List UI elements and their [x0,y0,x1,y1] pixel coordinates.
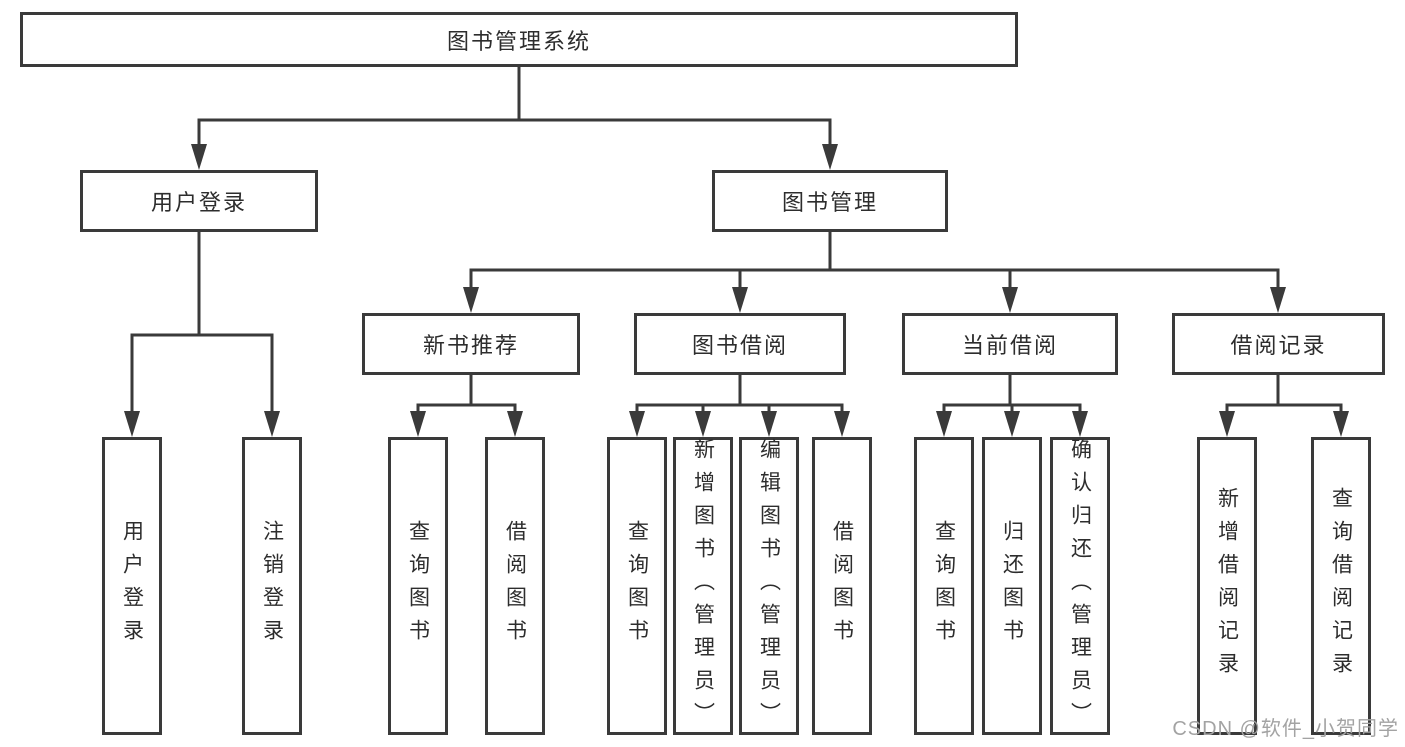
connector-root-to-level2 [191,65,838,170]
connector-line [197,118,832,150]
node-query-borrow-record: 查询借阅记录 [1311,437,1371,735]
arrowhead-down-icon [264,411,280,437]
connector-borrowing-records-children [1219,373,1349,437]
node-book-management: 图书管理 [712,170,948,232]
node-query-books-current: 查询图书 [914,437,974,735]
connector-line [130,230,274,337]
node-label: 图书借阅 [691,333,788,358]
node-label: 确认归还（管理员） [1068,437,1092,735]
node-book-borrowing: 图书借阅 [634,313,846,375]
connector-book-borrowing-children [629,373,850,437]
node-label: 新书推荐 [422,333,519,358]
node-label: 当前借阅 [961,333,1058,358]
arrowhead-down-icon [834,411,850,437]
node-label: 编辑图书（管理员） [757,437,781,735]
node-query-books-borrowing: 查询图书 [607,437,667,735]
arrowhead-down-icon [463,287,479,313]
node-label: 借阅记录 [1230,333,1327,358]
arrowhead-down-icon [507,411,523,437]
node-label: 用户登录 [120,520,144,652]
node-current-borrowing: 当前借阅 [902,313,1118,375]
node-label: 归还图书 [1000,520,1024,652]
node-user-login: 用户登录 [80,170,318,232]
arrowhead-down-icon [1333,411,1349,437]
node-borrowing-records: 借阅记录 [1172,313,1385,375]
node-logout: 注销登录 [242,437,302,735]
node-label: 查询图书 [406,520,430,652]
arrowhead-down-icon [629,411,645,437]
node-add-books-admin: 新增图书（管理员） [673,437,733,735]
connector-line [942,373,1082,407]
node-library-management-system: 图书管理系统 [20,12,1018,67]
node-query-books-recommend: 查询图书 [388,437,448,735]
arrowhead-down-icon [695,411,711,437]
arrowhead-down-icon [1004,411,1020,437]
node-label: 新增图书（管理员） [691,437,715,735]
node-borrow-books-borrowing: 借阅图书 [812,437,872,735]
connector-line [1225,373,1343,407]
node-label: 新增借阅记录 [1215,487,1239,685]
arrowhead-down-icon [1270,287,1286,313]
node-label: 查询图书 [625,520,649,652]
node-user-login-leaf: 用户登录 [102,437,162,735]
arrowhead-down-icon [410,411,426,437]
arrowhead-down-icon [124,411,140,437]
connector-line [130,333,274,417]
connector-line [197,65,832,122]
node-return-books: 归还图书 [982,437,1042,735]
node-label: 借阅图书 [830,520,854,652]
node-label: 查询借阅记录 [1329,487,1353,685]
arrowhead-down-icon [936,411,952,437]
arrowhead-down-icon [761,411,777,437]
node-label: 图书管理系统 [446,28,591,54]
arrowhead-down-icon [191,144,207,170]
node-new-book-recommendation: 新书推荐 [362,313,580,375]
arrowhead-down-icon [1072,411,1088,437]
node-label: 注销登录 [260,520,284,652]
node-edit-books-admin: 编辑图书（管理员） [739,437,799,735]
node-label: 图书管理 [781,190,878,215]
node-confirm-return-admin: 确认归还（管理员） [1050,437,1110,735]
connector-book-management-children [463,230,1286,313]
arrowhead-down-icon [1219,411,1235,437]
node-label: 查询图书 [932,520,956,652]
arrowhead-down-icon [732,287,748,313]
node-label: 用户登录 [150,190,247,215]
arrowhead-down-icon [822,144,838,170]
connector-current-borrowing-children [936,373,1088,437]
connector-line [469,230,1280,272]
connector-user-login-children [124,230,280,437]
node-label: 借阅图书 [503,520,527,652]
connector-line [635,403,844,417]
connector-new-book-children [410,373,523,437]
csdn-watermark: CSDN @软件_小贺同学 [1172,718,1399,740]
connector-line [416,373,517,407]
node-borrow-books-recommend: 借阅图书 [485,437,545,735]
connector-line [469,268,1280,293]
node-add-borrow-record: 新增借阅记录 [1197,437,1257,735]
connector-line [635,373,844,407]
arrowhead-down-icon [1002,287,1018,313]
